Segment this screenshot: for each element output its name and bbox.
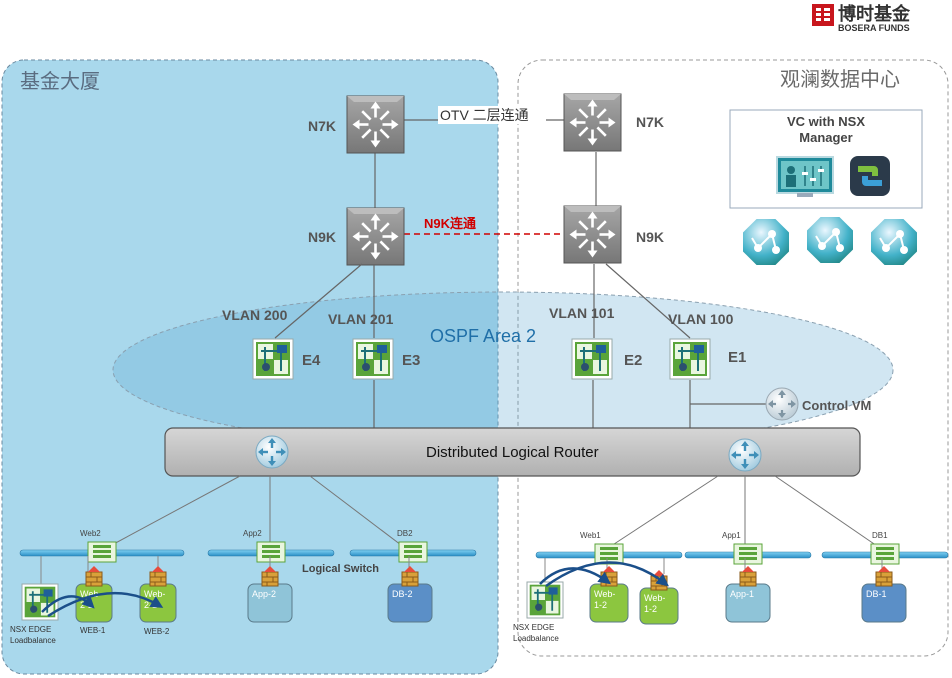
ls-left-app-switch [207,541,335,563]
ls-left-db-switch [349,541,477,563]
ls-right-db-label: DB1 [872,531,888,540]
ls-right-web-label: Web1 [580,531,601,540]
ls-right-app-switch [684,543,812,565]
firewall-icon [401,566,419,587]
brand-logo: 博时基金 BOSERA FUNDS [812,3,911,33]
right-site-area [517,59,949,657]
edge-gateway-e2 [571,338,613,380]
nsx-edge-lb-left-icon [21,583,59,621]
n9k-left-switch [346,207,405,266]
left-site-title: 基金大厦 [20,70,100,93]
ls-right-db-switch [821,543,949,565]
left-web2-caption: WEB-2 [144,627,170,636]
vlan-101-label: VLAN 101 [549,305,615,321]
lb-left-arrow-1 [41,595,95,613]
lb-left-arrow-2 [47,591,164,618]
svg-text:Web-1-2: Web-1-2 [644,593,665,614]
edge-gateway-e1 [669,338,711,380]
vm-app-2: App-2 [247,566,293,623]
ls-left-web-switch [19,541,185,563]
nsx-controller-icon [805,215,855,265]
ls-left-app-label: App2 [243,529,262,538]
brand-name-cn: 博时基金 [838,3,911,24]
n9k-left-label: N9K [308,229,336,245]
vlan-100-label: VLAN 100 [668,311,734,327]
ls-right-web-switch [535,543,683,565]
edge-e4-label: E4 [302,352,321,369]
n7k-right-switch [563,93,622,152]
control-vm-label: Control VM [802,398,871,413]
svg-text:App-1: App-1 [730,589,754,599]
distributed-logical-router [164,427,861,477]
n9k-link-label: N9K连通 [424,216,476,231]
vsphere-icon [850,156,890,196]
vm-db-1: DB-1 [861,566,907,623]
firewall-icon [149,566,167,587]
edge-e3-label: E3 [402,352,420,369]
nsx-controller-icon [741,217,791,267]
lb-right-arrow-1 [539,567,612,585]
otv-link-label: OTV 二层连通 [440,107,529,123]
nsx-edge-lb-right-icon [526,581,564,619]
svg-text:DB-1: DB-1 [866,589,887,599]
logical-switch-label: Logical Switch [302,563,379,575]
n7k-right-label: N7K [636,114,664,130]
edge-e2-label: E2 [624,352,642,369]
left-web1-caption: WEB-1 [80,626,106,635]
n9k-right-switch [563,205,622,264]
svg-text:Web-1-2: Web-1-2 [594,589,615,610]
ls-right-app-label: App1 [722,531,741,540]
right-site-title: 观澜数据中心 [780,68,900,91]
edge-gateway-e4 [252,338,294,380]
vm-db-2: DB-2 [387,566,433,623]
edge-e1-label: E1 [728,349,746,366]
vm-web-1-2-b: Web-1-2 [639,570,679,625]
svg-text:App-2: App-2 [252,589,276,599]
dlr-label: Distributed Logical Router [426,444,599,461]
n7k-left-switch [346,95,405,154]
dlr-router-left-icon [255,435,289,469]
ls-left-web-label: Web2 [80,529,101,538]
lb-right-arrow-2 [545,561,669,588]
edge-gateway-e3 [352,338,394,380]
ls-left-db-label: DB2 [397,529,413,538]
vcenter-monitor-icon [776,156,834,197]
brand-name-en: BOSERA FUNDS [838,23,910,33]
vlan-201-label: VLAN 201 [328,311,394,327]
control-vm-router-icon [765,387,799,421]
svg-text:DB-2: DB-2 [392,589,413,599]
firewall-icon [261,566,279,587]
firewall-icon [85,566,103,587]
vlan-200-label: VLAN 200 [222,307,288,323]
dlr-router-right-icon [728,438,762,472]
ospf-label: OSPF Area 2 [430,326,536,346]
nsx-controller-icon [869,217,919,267]
n9k-right-label: N9K [636,229,664,245]
firewall-icon [739,566,757,587]
firewall-icon [875,566,893,587]
vm-app-1: App-1 [725,566,771,623]
n7k-left-label: N7K [308,118,336,134]
